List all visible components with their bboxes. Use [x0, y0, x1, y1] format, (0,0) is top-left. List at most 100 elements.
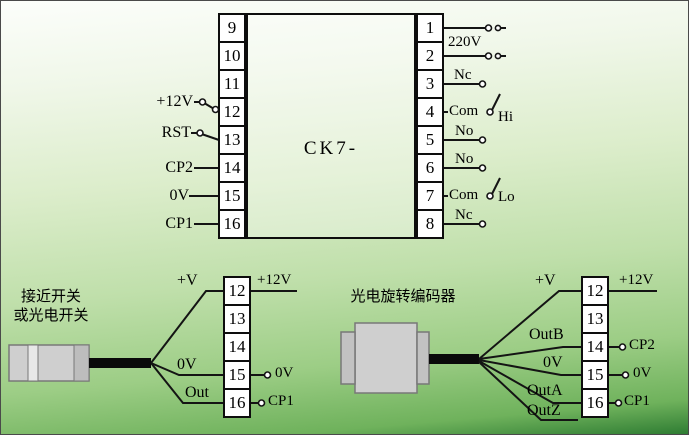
relay-label-lo: Lo: [498, 189, 515, 205]
contact-circle: [196, 129, 204, 137]
encoder-terminal-14: 14: [581, 332, 609, 362]
wire: [150, 362, 224, 376]
sensor-title-line1: 接近开关: [20, 289, 81, 305]
sensor-wire-label-0v: 0V: [177, 356, 197, 373]
sensor-title-line2: 或光电开关: [13, 308, 89, 324]
sensor-terminal-16: 16: [223, 388, 251, 418]
terminal-cell-12: 12: [218, 97, 246, 127]
pin-label-hi-com: Com: [449, 103, 479, 119]
terminal-cell-8: 8: [416, 209, 444, 239]
pin-label-0v: 0V: [169, 187, 189, 204]
pin-label-lo-nc: Nc: [455, 207, 473, 223]
sensor-wire-label-v: +V: [177, 272, 198, 289]
terminal-cell-10: 10: [218, 41, 246, 71]
encoder-terminal-12: 12: [581, 276, 609, 306]
ic-right-pin-wires: [443, 24, 506, 228]
encoder-wire-label-outa: OutA: [527, 382, 563, 399]
wire: [202, 133, 220, 141]
pin-label-cp2: CP2: [165, 159, 193, 176]
encoder-right-label-cp2: CP2: [629, 337, 655, 353]
encoder-body: [354, 322, 418, 394]
pin-label-plus12v: +12V: [156, 93, 193, 110]
terminal-cell-11: 11: [218, 69, 246, 99]
terminal-circle: [484, 24, 493, 32]
encoder-title: 光电旋转编码器: [350, 289, 456, 305]
wire: [150, 290, 224, 364]
pin-label-lo-com: Com: [449, 187, 479, 203]
terminal-cell-3: 3: [416, 69, 444, 99]
terminal-circle: [478, 136, 487, 144]
terminal-cell-13: 13: [218, 125, 246, 155]
terminal-cell-5: 5: [416, 125, 444, 155]
encoder-terminal-15: 15: [581, 360, 609, 390]
encoder-wires: [478, 290, 657, 421]
pin-label-cp1: CP1: [165, 215, 193, 232]
sensor-right-label-cp1: CP1: [268, 393, 294, 409]
proximity-sensor-graphic: [8, 344, 151, 382]
ic-left-pin-wires: [189, 98, 220, 225]
sensor-cable: [89, 358, 151, 368]
sensor-terminal-15: 15: [223, 360, 251, 390]
encoder-flange-left: [340, 331, 356, 385]
terminal-circle: [478, 80, 487, 88]
terminal-circle: [486, 108, 494, 116]
wire: [150, 362, 224, 404]
hi-relay-blade: [491, 93, 501, 111]
wire: [478, 361, 578, 421]
sensor-endcap: [73, 344, 90, 382]
terminal-cell-7: 7: [416, 181, 444, 211]
lo-relay-blade: [491, 177, 501, 195]
wire: [478, 290, 582, 360]
sensor-terminal-13: 13: [223, 304, 251, 334]
encoder-right-label-0v: 0V: [633, 365, 652, 381]
contact-circle: [198, 98, 207, 106]
encoder-terminal-13: 13: [581, 304, 609, 334]
terminal-cell-14: 14: [218, 153, 246, 183]
wire: [478, 346, 582, 360]
terminal-circle: [621, 371, 630, 379]
sensor-terminal-12: 12: [223, 276, 251, 306]
terminal-circle: [478, 164, 487, 172]
terminal-cell-9: 9: [218, 13, 246, 43]
encoder-terminal-16: 16: [581, 388, 609, 418]
sensor-band: [27, 344, 39, 382]
pin-label-lo-no: No: [455, 151, 474, 167]
encoder-right-label-cp1: CP1: [624, 393, 650, 409]
sensor-wire-label-out: Out: [185, 384, 209, 401]
encoder-right-label-plus12v: +12V: [619, 272, 654, 288]
terminal-cell-4: 4: [416, 97, 444, 127]
terminal-circle: [484, 52, 493, 60]
terminal-cell-2: 2: [416, 41, 444, 71]
terminal-circle: [478, 220, 487, 228]
terminal-cell-16: 16: [218, 209, 246, 239]
wire: [478, 360, 582, 404]
terminal-circle: [614, 399, 623, 407]
encoder-flange-right: [416, 331, 430, 385]
encoder-wire-label-outb: OutB: [529, 326, 564, 343]
terminal-circle: [263, 371, 272, 379]
terminal-cell-6: 6: [416, 153, 444, 183]
encoder-wire-label-v: +V: [535, 272, 556, 289]
sensor-right-label-0v: 0V: [275, 365, 294, 381]
terminal-circle: [486, 192, 494, 200]
pin-label-hi-no: No: [455, 123, 474, 139]
sensor-wires: [150, 290, 297, 407]
sensor-terminal-14: 14: [223, 332, 251, 362]
pin-label-rst: RST: [161, 124, 191, 141]
sensor-right-label-plus12v: +12V: [257, 272, 292, 288]
ic-outline: [246, 13, 416, 239]
pin-label-220v: 220V: [448, 34, 482, 50]
relay-label-hi: Hi: [498, 109, 513, 125]
terminal-circle: [257, 399, 266, 407]
encoder-wire-label-outz: OutZ: [527, 402, 561, 419]
encoder-wire-label-0v: 0V: [543, 354, 563, 371]
wire: [478, 359, 582, 376]
encoder-cable: [429, 354, 479, 364]
terminal-circle: [494, 24, 502, 32]
terminal-circle: [494, 52, 502, 60]
encoder-graphic: [340, 322, 479, 394]
ic-label: CK7-: [303, 138, 359, 159]
terminal-cell-1: 1: [416, 13, 444, 43]
